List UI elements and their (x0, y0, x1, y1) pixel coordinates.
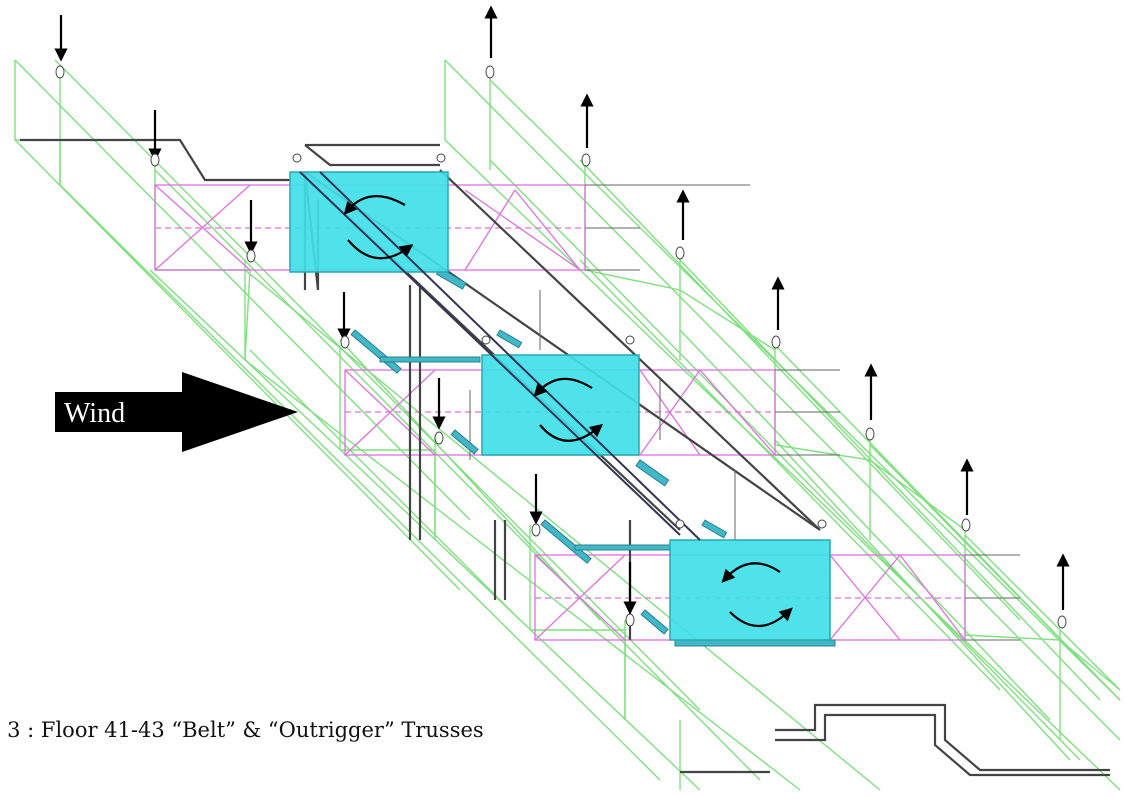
rotation-arrow-icon (343, 195, 793, 627)
wind-arrow-icon: Wind (55, 372, 298, 452)
structure-thin (469, 184, 1020, 641)
down-arrow-icon (54, 15, 637, 615)
node-markers (55, 65, 1067, 629)
core-box-3 (669, 539, 831, 641)
figure-caption: e 3 : Floor 41-43 “Belt” & “Outrigger” T… (0, 718, 484, 742)
teal-beams (350, 267, 836, 647)
structure-outline (20, 138, 1110, 777)
wind-label: Wind (64, 398, 125, 429)
up-arrow-icon (484, 5, 1070, 610)
